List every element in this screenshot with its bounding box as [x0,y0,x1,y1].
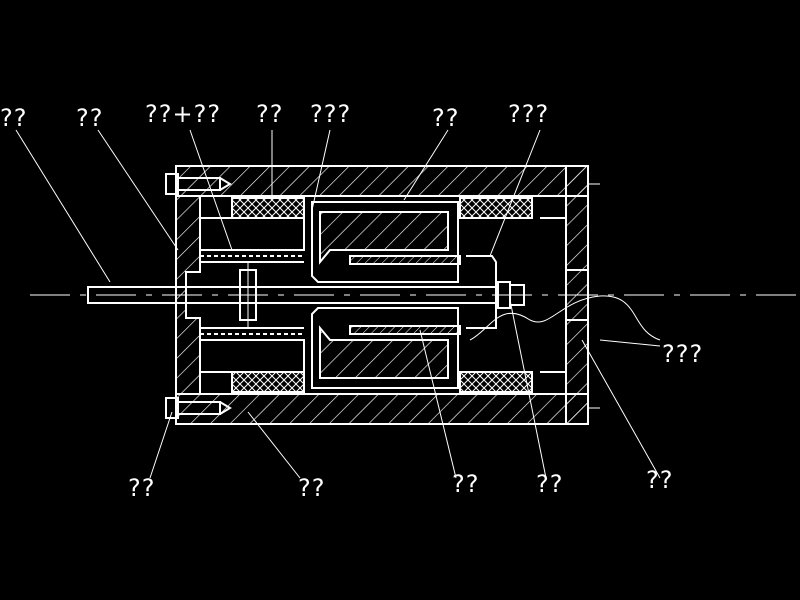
label-top-4: ?? [256,100,283,128]
bottom-right-winding [459,371,533,393]
shaft-end-nut [466,255,525,329]
label-top-1: ?? [0,104,27,132]
right-bearing [565,269,589,321]
label-top-7: ??? [508,100,549,128]
label-right: ??? [662,340,703,368]
label-bottom-3: ?? [452,470,479,498]
lead-wire [469,295,661,341]
lower-stator-core [311,307,461,389]
label-bottom-4: ?? [536,470,563,498]
bottom-left-winding [231,371,305,393]
label-bottom-5: ?? [646,466,673,494]
label-top-3: ??+?? [145,100,221,128]
label-bottom-2: ?? [298,474,325,502]
label-top-6: ?? [432,104,459,132]
top-right-winding [459,197,533,219]
left-coil-block [200,217,305,373]
top-bolt [165,173,232,195]
label-top-5: ??? [310,100,351,128]
leader-lines [15,129,661,479]
upper-stator-core [311,201,461,283]
top-left-winding [231,197,305,219]
bottom-bolt [165,397,232,419]
label-top-2: ?? [76,104,103,132]
label-bottom-1: ?? [128,474,155,502]
